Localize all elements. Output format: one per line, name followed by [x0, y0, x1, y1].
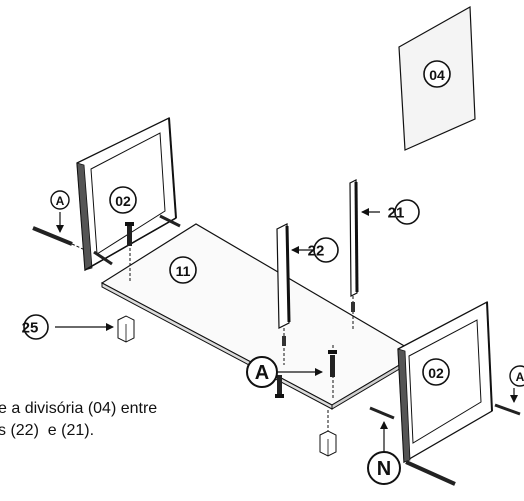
upright-21: [349, 179, 359, 331]
label-n: N: [367, 451, 401, 485]
svg-text:11: 11: [176, 263, 191, 279]
caption-line-1: e a divisória (04) entre: [0, 400, 158, 417]
label-a-right: A: [509, 365, 524, 387]
cam-dowels-left: [93, 214, 181, 266]
label-02-left: 02: [109, 186, 137, 214]
label-a-center: A: [246, 356, 278, 388]
screw-center-a: [328, 345, 337, 400]
label-25: 25: [22, 314, 49, 340]
upright-22: [276, 223, 291, 365]
svg-text:02: 02: [428, 365, 444, 381]
cam-dowels-right: [369, 406, 456, 486]
svg-text:25: 25: [22, 320, 39, 337]
svg-text:21: 21: [388, 205, 405, 222]
caption-line-2: s (22) e (21).: [0, 422, 95, 439]
label-a-left: A: [50, 190, 70, 210]
svg-text:A: A: [516, 370, 524, 384]
label-11: 11: [169, 256, 197, 284]
screw-bottom-22: [275, 375, 284, 398]
screw-left-horizontal: [32, 226, 86, 251]
foot-25-right: [319, 410, 337, 457]
leader-arrows: [55, 208, 518, 452]
label-21: 21: [388, 199, 420, 225]
svg-text:A: A: [56, 194, 65, 208]
screw-left-vertical: [125, 222, 134, 282]
foot-25-left: [117, 315, 135, 343]
svg-text:22: 22: [308, 243, 325, 260]
label-02-right: 02: [422, 358, 450, 386]
label-22: 22: [308, 237, 339, 263]
svg-text:N: N: [377, 458, 391, 480]
label-04: 04: [423, 60, 451, 88]
svg-text:04: 04: [429, 67, 445, 83]
svg-text:02: 02: [115, 193, 131, 209]
screw-right-edge: [494, 403, 521, 416]
svg-text:A: A: [255, 362, 269, 384]
